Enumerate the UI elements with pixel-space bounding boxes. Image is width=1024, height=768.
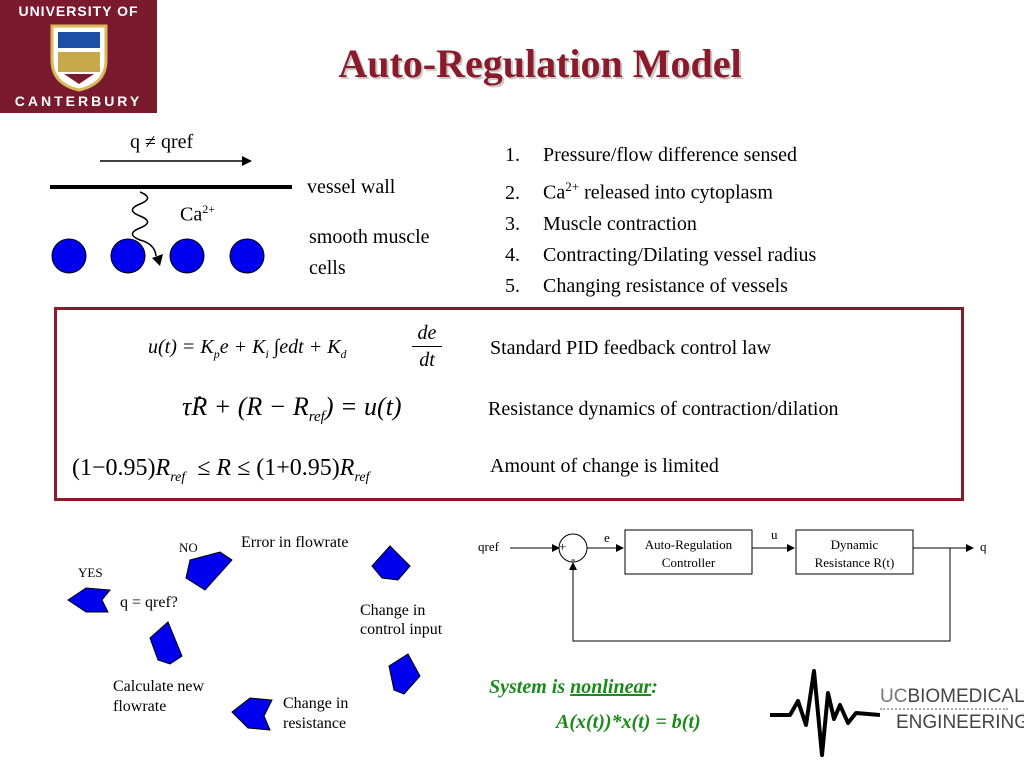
logo-bottom-text: CANTERBURY [14, 93, 143, 109]
yes-label: YES [78, 565, 103, 580]
pid-equation: u(t) = Kpe + Ki ∫edt + Kd [148, 336, 347, 361]
check-label: q = qref? [120, 594, 178, 611]
e-label: e [604, 530, 610, 545]
muscle-cell-3 [169, 238, 205, 274]
input-label-2: control input [360, 621, 443, 638]
list-item: 3.Muscle contraction [505, 212, 697, 235]
muscle-cell-4 [229, 238, 265, 274]
ca-signal-line [131, 191, 157, 257]
plant-label-2: Resistance R(t) [814, 555, 895, 570]
qref-label: qref [478, 539, 499, 554]
list-item: 4.Contracting/Dilating vessel radius [505, 243, 817, 266]
list-item: 2.Ca2+ released into cytoplasm [505, 179, 773, 204]
bme-line-2: ENGINEERING [896, 712, 1024, 733]
plant-block [795, 529, 914, 575]
arrow-resistance-icon [388, 653, 421, 695]
resistance-label-1: Change in [283, 695, 349, 712]
resistance-label-2: resistance [283, 715, 347, 732]
plant-label-1: Dynamic [830, 537, 879, 552]
cells-label: cells [309, 257, 346, 279]
arrow-calc-icon [231, 697, 273, 731]
muscle-cell-1 [51, 238, 87, 274]
resistance-description: Resistance dynamics of contraction/dilat… [488, 398, 839, 420]
limit-description: Amount of change is limited [490, 455, 719, 477]
flow-arrow [100, 156, 252, 166]
limit-equation: (1−0.95)Rref ≤ R ≤ (1+0.95)Rref [72, 455, 370, 485]
derivative-fraction: de dt [412, 320, 442, 373]
list-item: 5.Changing resistance of vessels [505, 274, 788, 297]
calc-label-1: Calculate new [113, 678, 205, 695]
steps-list: 1.Pressure/flow difference sensed 2.Ca2+… [505, 140, 816, 302]
muscle-cell-2 [110, 238, 146, 274]
plus-sign: + [559, 539, 567, 554]
ecg-waveform-icon [770, 669, 880, 757]
flow-label: q ≠ qref [130, 131, 194, 153]
arrow-error-icon [185, 551, 233, 591]
slide-title: Auto-Regulation Model [338, 41, 742, 86]
controller-block [624, 529, 753, 575]
crest-icon [50, 24, 108, 92]
arrow-check-icon [149, 621, 183, 665]
bme-line-1: UCBIOMEDICAL [880, 686, 1024, 707]
resistance-equation: τR. + (R − Rref) = u(t) [182, 376, 402, 426]
pid-description: Standard PID feedback control law [490, 337, 772, 359]
arrow-input-icon [371, 545, 411, 581]
nonlinear-equation: A(x(t))*x(t) = b(t) [556, 711, 701, 733]
controller-label-2: Controller [661, 555, 716, 570]
equation-box [54, 307, 964, 501]
arrow-yes-icon [67, 587, 111, 613]
controller-label-1: Auto-Regulation [644, 537, 733, 552]
smooth-muscle-label: smooth muscle [309, 226, 430, 248]
error-label: Error in flowrate [241, 534, 349, 551]
input-label-1: Change in [360, 602, 426, 619]
feedback-line [572, 548, 951, 642]
no-label: NO [179, 540, 198, 555]
calc-label-2: flowrate [113, 698, 167, 715]
vessel-wall-label: vessel wall [307, 176, 396, 198]
list-item: 1.Pressure/flow difference sensed [505, 144, 797, 166]
university-logo: UNIVERSITY OF CANTERBURY [0, 0, 157, 113]
u-label: u [771, 527, 778, 542]
minus-sign: - [571, 551, 576, 566]
nonlinear-statement: System is nonlinear: [489, 676, 658, 698]
bme-divider [880, 708, 1008, 710]
logo-top-text: UNIVERSITY OF [18, 3, 139, 19]
ca-label: Ca2+ [180, 202, 215, 226]
q-label: q [980, 539, 987, 554]
